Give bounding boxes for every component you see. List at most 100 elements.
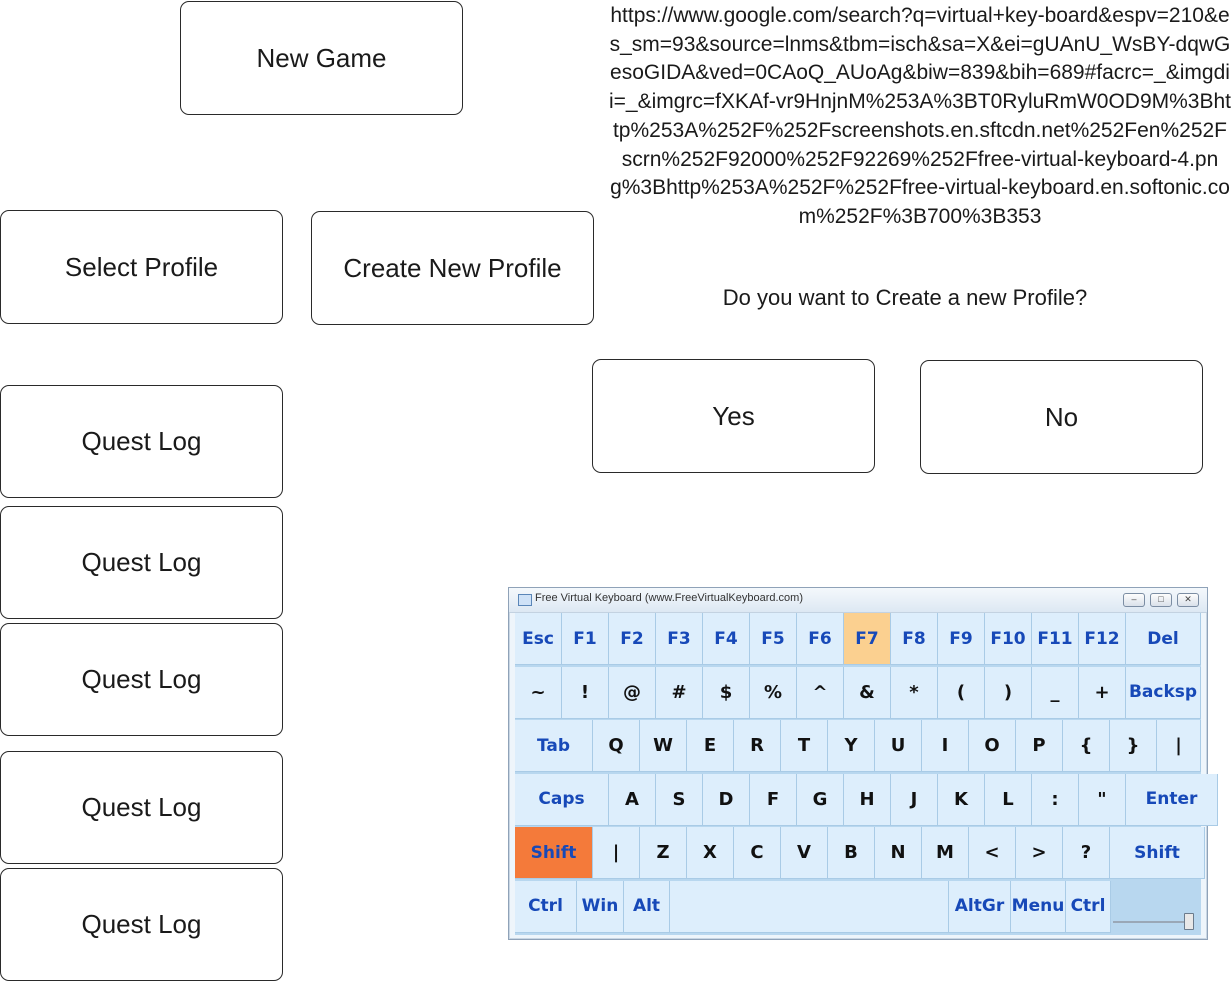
yes-button[interactable]: Yes [592,359,875,473]
key-symbol[interactable]: ) [985,666,1032,719]
key-enter[interactable]: Enter [1126,773,1218,826]
key-s[interactable]: S [656,773,703,826]
key-f7[interactable]: F7 [844,613,891,665]
keyboard-titlebar: Free Virtual Keyboard (www.FreeVirtualKe… [509,588,1207,613]
key-k[interactable]: K [938,773,985,826]
key-f11[interactable]: F11 [1032,613,1079,665]
key-h[interactable]: H [844,773,891,826]
key-i[interactable]: I [922,720,969,772]
create-new-profile-button[interactable]: Create New Profile [311,211,594,325]
key-l[interactable]: L [985,773,1032,826]
key-menu[interactable]: Menu [1011,880,1066,933]
key-backsp[interactable]: Backsp [1126,666,1201,719]
key-tab[interactable]: Tab [515,720,593,772]
key-g[interactable]: G [797,773,844,826]
minimize-icon[interactable]: – [1123,593,1145,607]
key-symbol[interactable]: + [1079,666,1126,719]
keyboard-app-icon [518,594,532,606]
new-game-button[interactable]: New Game [180,1,463,115]
key-c[interactable]: C [734,827,781,879]
opacity-slider-thumb[interactable] [1184,913,1194,930]
key-t[interactable]: T [781,720,828,772]
key-shift[interactable]: Shift [515,827,593,879]
key-r[interactable]: R [734,720,781,772]
key-o[interactable]: O [969,720,1016,772]
key-u[interactable]: U [875,720,922,772]
key-symbol[interactable]: : [1032,773,1079,826]
key-symbol[interactable]: # [656,666,703,719]
key-f10[interactable]: F10 [985,613,1032,665]
key-space[interactable] [670,880,949,933]
key-symbol[interactable]: } [1110,720,1157,772]
key-win[interactable]: Win [577,880,624,933]
opacity-slider-track[interactable] [1113,921,1189,923]
key-esc[interactable]: Esc [515,613,562,665]
key-symbol[interactable]: % [750,666,797,719]
key-symbol[interactable]: ~ [515,666,562,719]
key-b[interactable]: B [828,827,875,879]
key-v[interactable]: V [781,827,828,879]
key-symbol[interactable]: | [1157,720,1201,772]
select-profile-button[interactable]: Select Profile [0,210,283,324]
key-symbol[interactable]: " [1079,773,1126,826]
create-profile-question: Do you want to Create a new Profile? [722,285,1088,310]
key-symbol[interactable]: > [1016,827,1063,879]
key-f4[interactable]: F4 [703,613,750,665]
quest-log-button-4[interactable]: Quest Log [0,751,283,864]
key-n[interactable]: N [875,827,922,879]
key-f2[interactable]: F2 [609,613,656,665]
close-icon[interactable]: ✕ [1177,593,1199,607]
key-f6[interactable]: F6 [797,613,844,665]
key-j[interactable]: J [891,773,938,826]
key-alt[interactable]: Alt [624,880,670,933]
quest-log-button-1[interactable]: Quest Log [0,385,283,498]
key-symbol[interactable]: ! [562,666,609,719]
key-symbol[interactable]: & [844,666,891,719]
key-m[interactable]: M [922,827,969,879]
key-symbol[interactable]: { [1063,720,1110,772]
key-a[interactable]: A [609,773,656,826]
quest-log-button-5[interactable]: Quest Log [0,868,283,981]
keyboard-row-2: ~!@#$%^&*()_+Backsp [515,666,1201,720]
key-f8[interactable]: F8 [891,613,938,665]
key-q[interactable]: Q [593,720,640,772]
key-ctrl[interactable]: Ctrl [1066,880,1111,933]
reference-url-text: https://www.google.com/search?q=virtual+… [608,4,1232,228]
key-symbol[interactable]: @ [609,666,656,719]
key-symbol[interactable]: ( [938,666,985,719]
key-symbol[interactable]: $ [703,666,750,719]
key-symbol[interactable]: < [969,827,1016,879]
key-symbol[interactable]: * [891,666,938,719]
key-d[interactable]: D [703,773,750,826]
key-symbol[interactable]: | [593,827,640,879]
quest-log-button-2[interactable]: Quest Log [0,506,283,619]
quest-log-button-3[interactable]: Quest Log [0,623,283,736]
key-symbol[interactable]: ? [1063,827,1110,879]
key-caps[interactable]: Caps [515,773,609,826]
key-f12[interactable]: F12 [1079,613,1126,665]
key-p[interactable]: P [1016,720,1063,772]
key-f5[interactable]: F5 [750,613,797,665]
key-z[interactable]: Z [640,827,687,879]
no-button[interactable]: No [920,360,1203,474]
key-w[interactable]: W [640,720,687,772]
key-f1[interactable]: F1 [562,613,609,665]
key-x[interactable]: X [687,827,734,879]
key-f[interactable]: F [750,773,797,826]
key-f3[interactable]: F3 [656,613,703,665]
key-symbol[interactable]: ^ [797,666,844,719]
key-shift[interactable]: Shift [1110,827,1205,879]
key-f9[interactable]: F9 [938,613,985,665]
key-altgr[interactable]: AltGr [949,880,1011,933]
key-symbol[interactable]: _ [1032,666,1079,719]
virtual-keyboard-window: Free Virtual Keyboard (www.FreeVirtualKe… [508,587,1218,940]
maximize-icon[interactable]: □ [1150,593,1172,607]
key-ctrl[interactable]: Ctrl [515,880,577,933]
key-e[interactable]: E [687,720,734,772]
key-y[interactable]: Y [828,720,875,772]
key-del[interactable]: Del [1126,613,1201,665]
